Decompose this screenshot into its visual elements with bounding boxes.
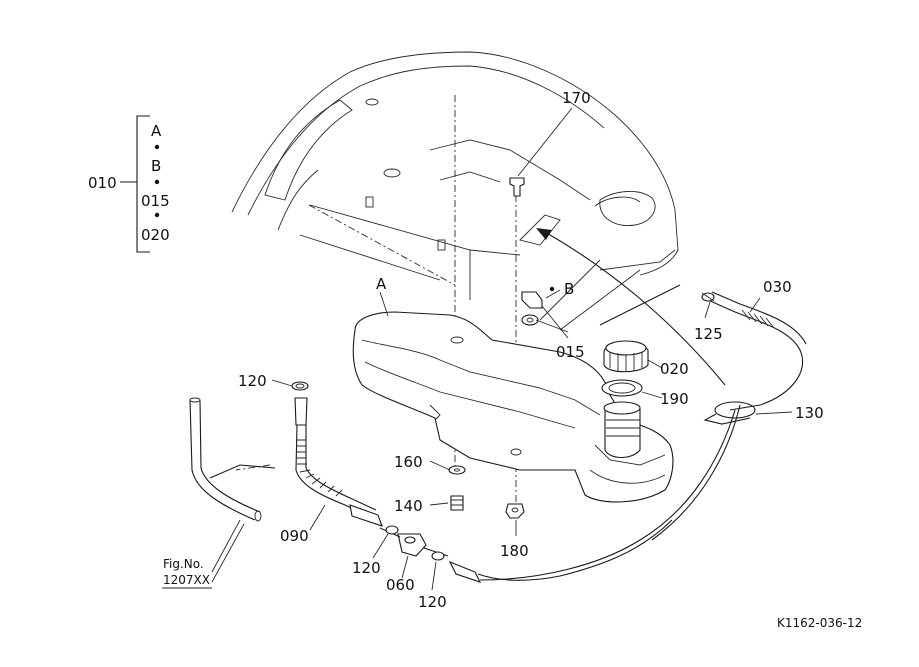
fuel-cap-020: [603, 340, 649, 373]
diagram-code: K1162-036-12: [777, 616, 862, 630]
hose-clamp-120-left: [385, 525, 399, 535]
nut-180: [505, 503, 525, 519]
labels: 010 A B 015 020 170 030 125 A B 015 020 …: [88, 89, 862, 630]
label-090: 090: [280, 527, 309, 545]
hose-to-tank: [448, 519, 673, 583]
fuel-hose-090: [294, 397, 383, 527]
label-120-upper: 120: [238, 372, 267, 390]
label-160: 160: [394, 453, 423, 471]
tractor-body-outline: [231, 51, 679, 331]
label-180: 180: [500, 542, 529, 560]
label-b: B: [564, 280, 574, 298]
bolt-170: [509, 177, 525, 197]
group-member-020: 020: [141, 226, 170, 244]
group-member-015: 015: [141, 192, 170, 210]
hose-clamp-125: [701, 292, 715, 302]
fuel-tank: [352, 311, 674, 503]
label-a: A: [376, 275, 387, 293]
elbow-fitting-015: [521, 291, 543, 326]
label-020: 020: [660, 360, 689, 378]
washer-160: [448, 465, 466, 475]
label-120-right: 120: [418, 593, 447, 611]
hose-clamp-120-upper: [291, 381, 309, 391]
label-130: 130: [795, 404, 824, 422]
label-190: 190: [660, 390, 689, 408]
label-140: 140: [394, 497, 423, 515]
group-member-a: A: [151, 122, 162, 140]
figure-ref-number: 1207XX: [163, 573, 210, 587]
label-120-left: 120: [352, 559, 381, 577]
figure-ref-label: Fig.No.: [163, 557, 204, 571]
strap-130: [703, 401, 756, 425]
bolt-140: [450, 495, 464, 511]
fuel-hose-030: [479, 284, 807, 581]
group-member-b: B: [151, 157, 161, 175]
label-030: 030: [763, 278, 792, 296]
hose-clamp-120-right: [431, 551, 445, 561]
label-170: 170: [562, 89, 591, 107]
label-060: 060: [386, 576, 415, 594]
assembly-group-bracket: [120, 115, 555, 292]
gasket-190: [601, 379, 643, 397]
label-015: 015: [556, 343, 585, 361]
label-125: 125: [694, 325, 723, 343]
leader-lines: [211, 107, 793, 591]
routing-arrow: [536, 228, 726, 386]
reference-hose: [189, 397, 276, 522]
label-010: 010: [88, 174, 117, 192]
